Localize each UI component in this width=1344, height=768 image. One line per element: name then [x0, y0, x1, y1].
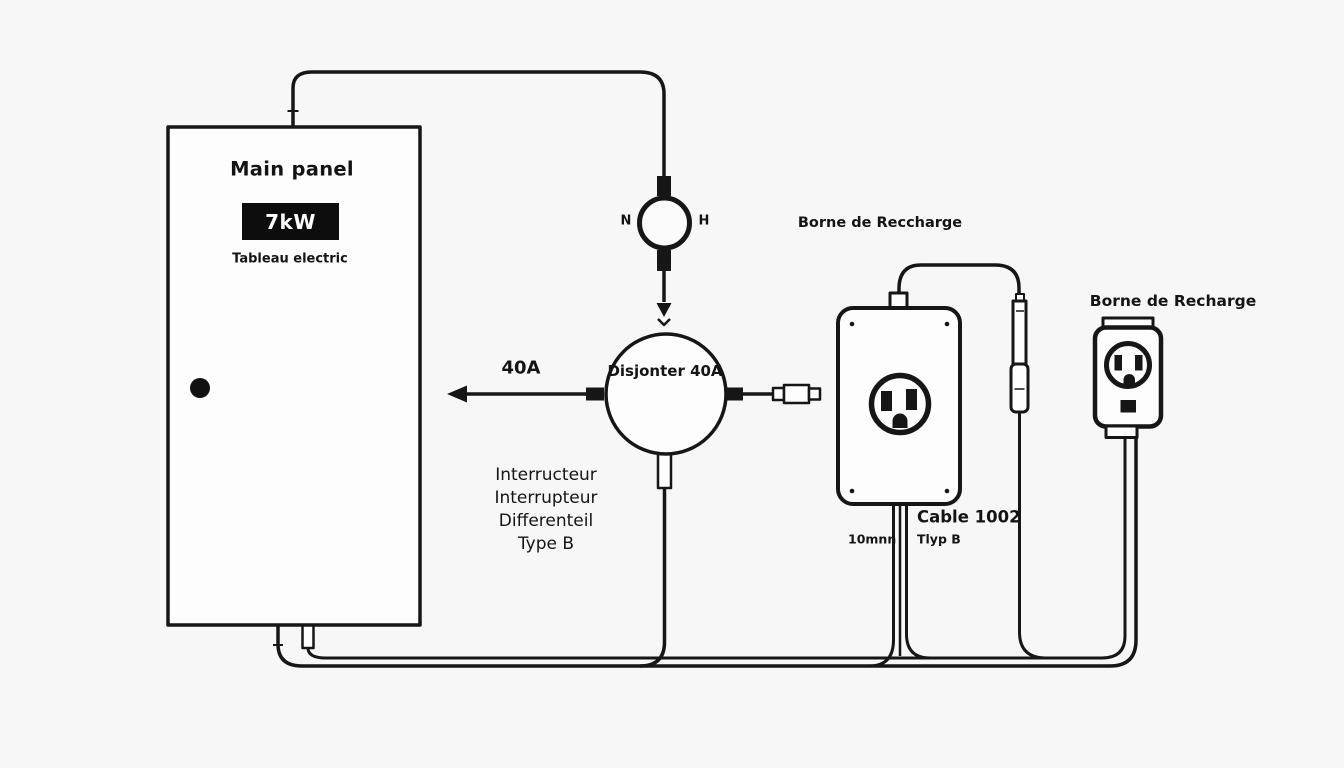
wire-breaker-to-bus [639, 488, 667, 668]
socket-face-icon [1104, 341, 1152, 389]
meter-circle-icon [637, 195, 692, 251]
indicator-square-icon [1120, 400, 1136, 413]
meter-left-label: N [620, 213, 632, 229]
rcd-note-line-4: Type B [517, 534, 575, 554]
cable-size-label: 10mnn [848, 531, 897, 547]
wire-wallbox-to-connector [897, 263, 1021, 297]
wallbox-outlet [836, 263, 1021, 668]
main-panel-subtitle: Tableau electric [232, 251, 348, 267]
power-badge-value: 7kW [265, 209, 316, 234]
cable-label-line1: Cable 1002 [917, 507, 1021, 527]
meter-symbol [637, 176, 692, 327]
wire-panel-to-meter [287, 70, 666, 176]
screw-dots [849, 321, 950, 494]
panel-bottom-stub [301, 623, 315, 650]
meter-right-label: H [698, 213, 710, 229]
rcd-note-line-3: Differenteil [498, 511, 594, 531]
rcd-note-line-1: Interructeur [495, 465, 597, 485]
breaker-rating-label: 40A [501, 357, 541, 379]
socket-pins-icon [881, 389, 917, 428]
main-panel-box [166, 125, 422, 627]
rcd-note-line-2: Interrupteur [494, 488, 598, 508]
portable-charger-title: Borne de Recharge [1089, 292, 1257, 310]
panel-knob-icon [190, 378, 210, 398]
main-panel-title: Main panel [230, 157, 354, 181]
down-arrow-icon [656, 303, 672, 317]
plug-connector-icon [771, 383, 822, 405]
power-badge: 7kW [242, 203, 339, 240]
wallbox-title: Borne de Reccharge [797, 215, 963, 231]
cable-label-line2: Tlyp B [917, 531, 961, 547]
breaker-circle-icon [604, 332, 728, 456]
breaker-symbol [447, 332, 822, 490]
portable-charger-outlet [1092, 316, 1164, 439]
socket-pins-icon [1114, 355, 1143, 413]
breaker-label: Disjonter 40A [607, 362, 723, 380]
left-arrow-icon [447, 385, 467, 403]
wire-connector-to-bus [1018, 412, 1047, 660]
inline-connector [1009, 293, 1047, 660]
charger-bottom-stub [1104, 424, 1139, 439]
